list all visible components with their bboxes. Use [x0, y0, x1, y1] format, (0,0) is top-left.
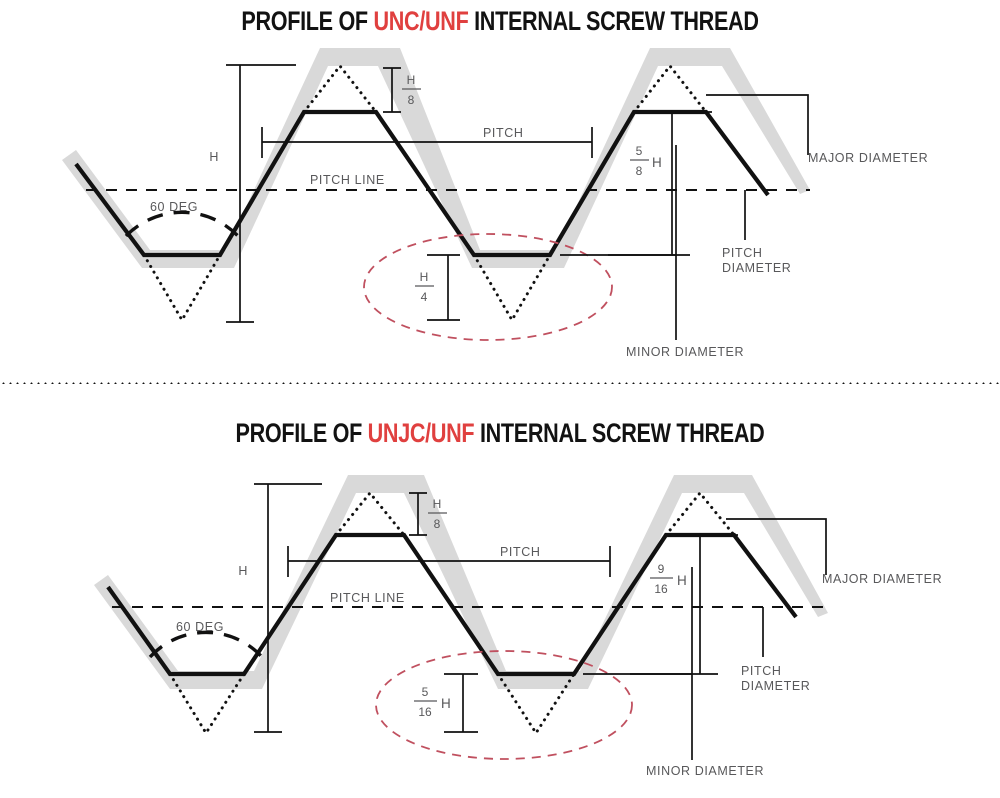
- page-title-unjc: PROFILE OF UNJC/UNF INTERNAL SCREW THREA…: [100, 418, 900, 449]
- thread-angle-label: 60 DEG: [150, 200, 198, 214]
- crest-fraction: H 8: [428, 497, 447, 531]
- svg-text:H: H: [677, 573, 687, 588]
- flank-fraction: 9 16 H: [650, 562, 687, 596]
- pitch-diameter-label-line1: PITCH: [722, 246, 763, 260]
- pitch-dimension: [261, 127, 593, 158]
- thread-angle-label: 60 DEG: [176, 620, 224, 634]
- thread-angle-arc: [148, 630, 264, 659]
- svg-text:H: H: [420, 270, 429, 284]
- title-suffix: INTERNAL SCREW THREAD: [468, 6, 759, 36]
- pitch-label: PITCH: [500, 545, 541, 559]
- svg-text:16: 16: [654, 582, 668, 596]
- title-accent: UNC/UNF: [373, 6, 469, 36]
- svg-text:16: 16: [418, 705, 432, 719]
- minor-diameter-label: MINOR DIAMETER: [626, 345, 744, 359]
- root-truncation-dimension: [444, 673, 478, 733]
- title-suffix-2: INTERNAL SCREW THREAD: [474, 418, 765, 448]
- major-diameter-leader: [726, 518, 827, 575]
- svg-text:8: 8: [636, 164, 643, 178]
- theoretical-vee-dotted: [168, 490, 736, 736]
- svg-text:5: 5: [636, 144, 643, 158]
- root-highlight-ellipse: [375, 650, 633, 760]
- flank-fraction: 5 8 H: [630, 144, 662, 178]
- diagram-unc-unf: PITCH LINE 60 DEG H PITCH H 8 5 8 H: [0, 0, 1000, 383]
- svg-text:H: H: [407, 73, 416, 87]
- crest-truncation-dimension: [409, 492, 427, 536]
- minor-diameter-leader: [560, 145, 677, 340]
- profile-shadow-band: [62, 48, 810, 268]
- title-prefix-2: PROFILE OF: [235, 418, 368, 448]
- theoretical-vee-dotted: [142, 63, 708, 323]
- svg-text:H: H: [441, 696, 451, 711]
- thread-profile-svg-unc: PITCH LINE 60 DEG H PITCH H 8 5 8 H: [62, 48, 928, 359]
- root-fraction: H 4: [415, 270, 434, 304]
- svg-text:4: 4: [421, 290, 428, 304]
- panel-divider: [0, 381, 1000, 384]
- pitch-line-label: PITCH LINE: [310, 173, 385, 187]
- root-highlight-ellipse: [363, 233, 613, 341]
- pitch-diameter-label-line2: DIAMETER: [722, 261, 791, 275]
- crest-truncation-dimension: [383, 67, 401, 113]
- svg-text:H: H: [433, 497, 442, 511]
- major-diameter-leader: [706, 94, 809, 155]
- title-accent-2: UNJC/UNF: [367, 418, 475, 448]
- diagram-unjc-unf: PITCH LINE 60 DEG H PITCH H 8 9 16 H: [0, 395, 1000, 798]
- crest-fraction: H 8: [402, 73, 421, 107]
- height-dimension: [254, 483, 322, 733]
- pitch-diameter-label-line2: DIAMETER: [741, 679, 810, 693]
- height-label: H: [209, 150, 219, 164]
- thread-angle-arc: [124, 210, 240, 238]
- height-label: H: [238, 564, 248, 578]
- pitch-diameter-label-line1: PITCH: [741, 664, 782, 678]
- thread-profile-svg-unjc: PITCH LINE 60 DEG H PITCH H 8 9 16 H: [94, 475, 942, 778]
- minor-diameter-leader: [583, 567, 693, 760]
- height-dimension: [226, 64, 296, 323]
- svg-text:8: 8: [408, 93, 415, 107]
- svg-text:8: 8: [434, 517, 441, 531]
- root-truncation-dimension: [427, 254, 460, 321]
- pitch-dimension: [287, 546, 611, 577]
- major-diameter-label: MAJOR DIAMETER: [808, 151, 928, 165]
- page-title-unc: PROFILE OF UNC/UNF INTERNAL SCREW THREAD: [100, 6, 900, 37]
- svg-text:H: H: [652, 155, 662, 170]
- pitch-label: PITCH: [483, 126, 524, 140]
- svg-text:5: 5: [422, 685, 429, 699]
- major-diameter-label: MAJOR DIAMETER: [822, 572, 942, 586]
- pitch-line-label: PITCH LINE: [330, 591, 405, 605]
- minor-diameter-label: MINOR DIAMETER: [646, 764, 764, 778]
- title-prefix: PROFILE OF: [241, 6, 374, 36]
- root-fraction: 5 16 H: [414, 685, 451, 719]
- svg-text:9: 9: [658, 562, 665, 576]
- profile-shadow-band: [94, 475, 828, 689]
